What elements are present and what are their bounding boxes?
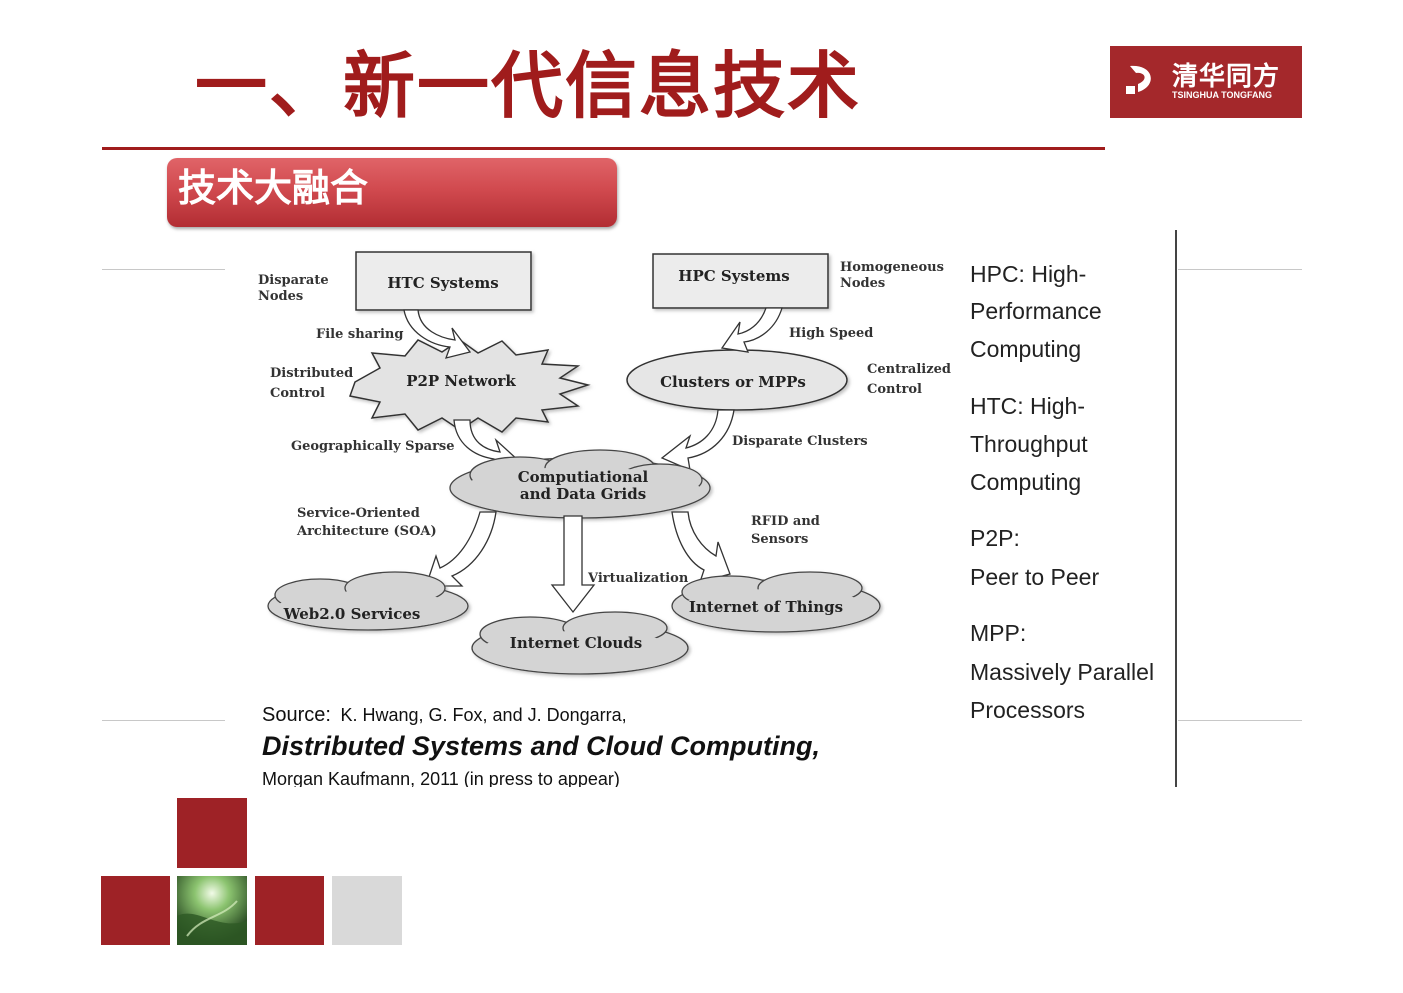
source-prefix: Source: <box>262 704 331 726</box>
arrow-grids-to-iot <box>671 511 731 583</box>
p2p-network-burst <box>349 339 591 433</box>
label-soa-2: Architecture (SOA) <box>296 524 437 539</box>
arrow-grids-to-clouds <box>550 515 596 614</box>
arrow-hpc-to-clusters <box>720 307 783 353</box>
label-rfid-2: Sensors <box>751 532 808 547</box>
internet-clouds-label: Internet Clouds <box>510 634 642 652</box>
leaf-light-image <box>177 876 247 945</box>
section-label: 技术大融合 <box>178 166 369 210</box>
glossary-line: HPC: High- <box>970 261 1087 287</box>
web2-cloud <box>267 571 469 631</box>
arrow-grids-to-web2 <box>425 511 497 587</box>
guide-line <box>102 720 225 721</box>
section-banner <box>167 158 617 227</box>
guide-line <box>102 269 225 270</box>
guide-line <box>1178 269 1302 270</box>
internet-clouds-cloud <box>471 611 689 675</box>
clusters-label: Clusters or MPPs <box>660 373 806 391</box>
glossary-line: Computing <box>970 336 1082 362</box>
glossary-line: Processors <box>970 697 1086 723</box>
logo-english-text: TSINGHUA TONGFANG <box>1172 90 1273 100</box>
glossary-line: P2P: <box>970 525 1020 551</box>
title-underline <box>102 147 1105 150</box>
label-distributed-2: Control <box>270 386 325 401</box>
label-high-speed: High Speed <box>789 326 873 341</box>
label-disparate-clusters: Disparate Clusters <box>732 434 868 449</box>
source-publisher: Morgan Kaufmann, 2011 (in press to appea… <box>262 769 620 787</box>
htc-systems-label: HTC Systems <box>387 274 498 292</box>
page-title: 一、新一代信息技术 <box>195 44 862 128</box>
label-rfid-1: RFID and <box>751 514 820 529</box>
p2p-network-label: P2P Network <box>406 372 516 390</box>
glossary-line: HTC: High- <box>970 393 1086 419</box>
guide-line <box>1178 720 1302 721</box>
source-book-title: Distributed Systems and Cloud Computing, <box>262 731 821 761</box>
label-distributed-1: Distributed <box>270 366 353 381</box>
source-line-1: Source: K. Hwang, G. Fox, and J. Dongarr… <box>262 704 627 727</box>
hpc-systems-label: HPC Systems <box>678 267 789 285</box>
decor-photo-block <box>177 876 247 945</box>
decor-block-red <box>101 876 170 945</box>
arrow-htc-to-p2p <box>403 309 472 359</box>
vertical-divider <box>1175 230 1177 787</box>
web2-label: Web2.0 Services <box>283 605 421 623</box>
iot-cloud <box>671 571 881 633</box>
grids-label-line2: and Data Grids <box>520 485 646 503</box>
iot-label: Internet of Things <box>689 598 843 616</box>
glossary-line: MPP: <box>970 620 1027 646</box>
htc-systems-box <box>355 251 532 311</box>
label-geo-sparse: Geographically Sparse <box>291 439 455 454</box>
decor-block-red <box>255 876 324 945</box>
grids-label-line1: Computiational <box>518 468 649 486</box>
decor-block-gray <box>332 876 402 945</box>
glossary-line: Massively Parallel <box>970 659 1155 685</box>
glossary-line: Computing <box>970 469 1082 495</box>
source-authors: K. Hwang, G. Fox, and J. Dongarra, <box>340 705 627 725</box>
glossary-line: Peer to Peer <box>970 564 1100 590</box>
label-disparate-nodes-2: Nodes <box>258 289 303 304</box>
label-centralized-2: Control <box>867 382 922 397</box>
label-homogeneous-1: Homogeneous <box>840 260 944 275</box>
decor-block-red <box>177 798 247 868</box>
grids-cloud <box>449 449 711 519</box>
logo-chinese-text: 清华同方 <box>1172 62 1281 92</box>
glossary-line: Performance <box>970 298 1102 324</box>
label-homogeneous-2: Nodes <box>840 276 885 291</box>
arrow-clusters-to-grids <box>660 409 735 472</box>
label-centralized-1: Centralized <box>867 362 951 377</box>
label-virtualization: Virtualization <box>587 571 689 586</box>
label-disparate-nodes-1: Disparate <box>258 273 329 288</box>
glossary-line: Throughput <box>970 431 1088 457</box>
company-logo: 清华同方 TSINGHUA TONGFANG <box>1110 46 1302 118</box>
technology-convergence-diagram: HTC Systems HPC Systems P2P Network Clus… <box>258 251 951 675</box>
hpc-systems-box <box>652 253 829 309</box>
label-soa-1: Service-Oriented <box>297 506 420 521</box>
label-file-sharing: File sharing <box>316 327 403 342</box>
logo-mark-icon <box>1126 65 1151 94</box>
